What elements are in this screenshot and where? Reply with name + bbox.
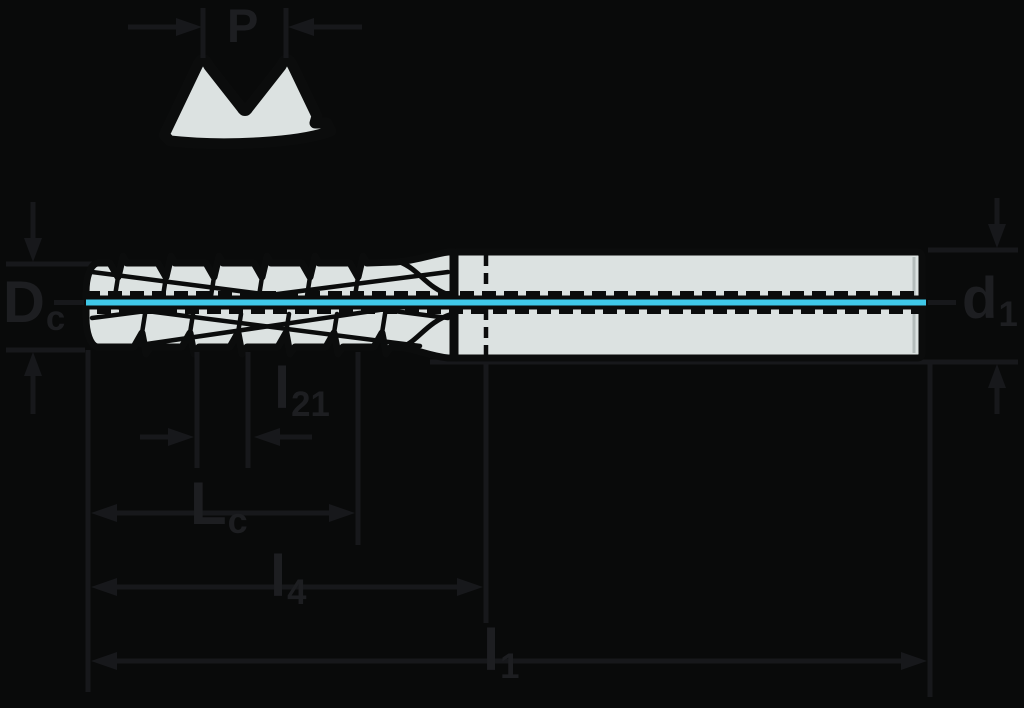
shank-diameter-dimension [430, 198, 1018, 414]
shank-diameter-label-main: d [962, 266, 998, 331]
usable-length-label: l4 [270, 548, 306, 611]
thread-relief-length-label: l21 [274, 360, 330, 423]
usable-length-label-sub: 4 [287, 573, 307, 613]
extension-lines [85, 350, 933, 697]
cutting-length-label: Lc [190, 474, 248, 539]
cutting-diameter-label-main: D [3, 270, 45, 335]
overall-length-dimension [91, 652, 927, 670]
thread-profile-detail [158, 54, 337, 150]
usable-length-dimension [91, 578, 483, 596]
thread-relief-length-dimension [140, 428, 312, 446]
overall-length-label-sub: 1 [500, 647, 520, 687]
cutting-diameter-label: Dc [3, 274, 65, 337]
cutting-length-label-main: L [190, 470, 227, 537]
centerline [54, 291, 956, 314]
pitch-label-main: P [227, 0, 259, 52]
cutting-length-label-sub: c [227, 499, 248, 541]
cutting-diameter-label-sub: c [45, 299, 66, 339]
cutting-diameter-dimension [6, 202, 95, 414]
shank-diameter-label-sub: 1 [998, 295, 1018, 335]
tool-cutting-section [82, 248, 459, 362]
thread-relief-length-label-main: l [274, 356, 291, 421]
overall-length-label: l1 [483, 622, 519, 685]
pitch-dimension [128, 8, 362, 58]
thread-relief-length-label-sub: 21 [291, 385, 330, 425]
shank-diameter-label: d1 [962, 270, 1018, 333]
pitch-label: P [227, 2, 259, 49]
cutting-length-dimension [91, 504, 355, 522]
overall-length-label-main: l [483, 618, 500, 683]
usable-length-label-main: l [270, 544, 287, 609]
